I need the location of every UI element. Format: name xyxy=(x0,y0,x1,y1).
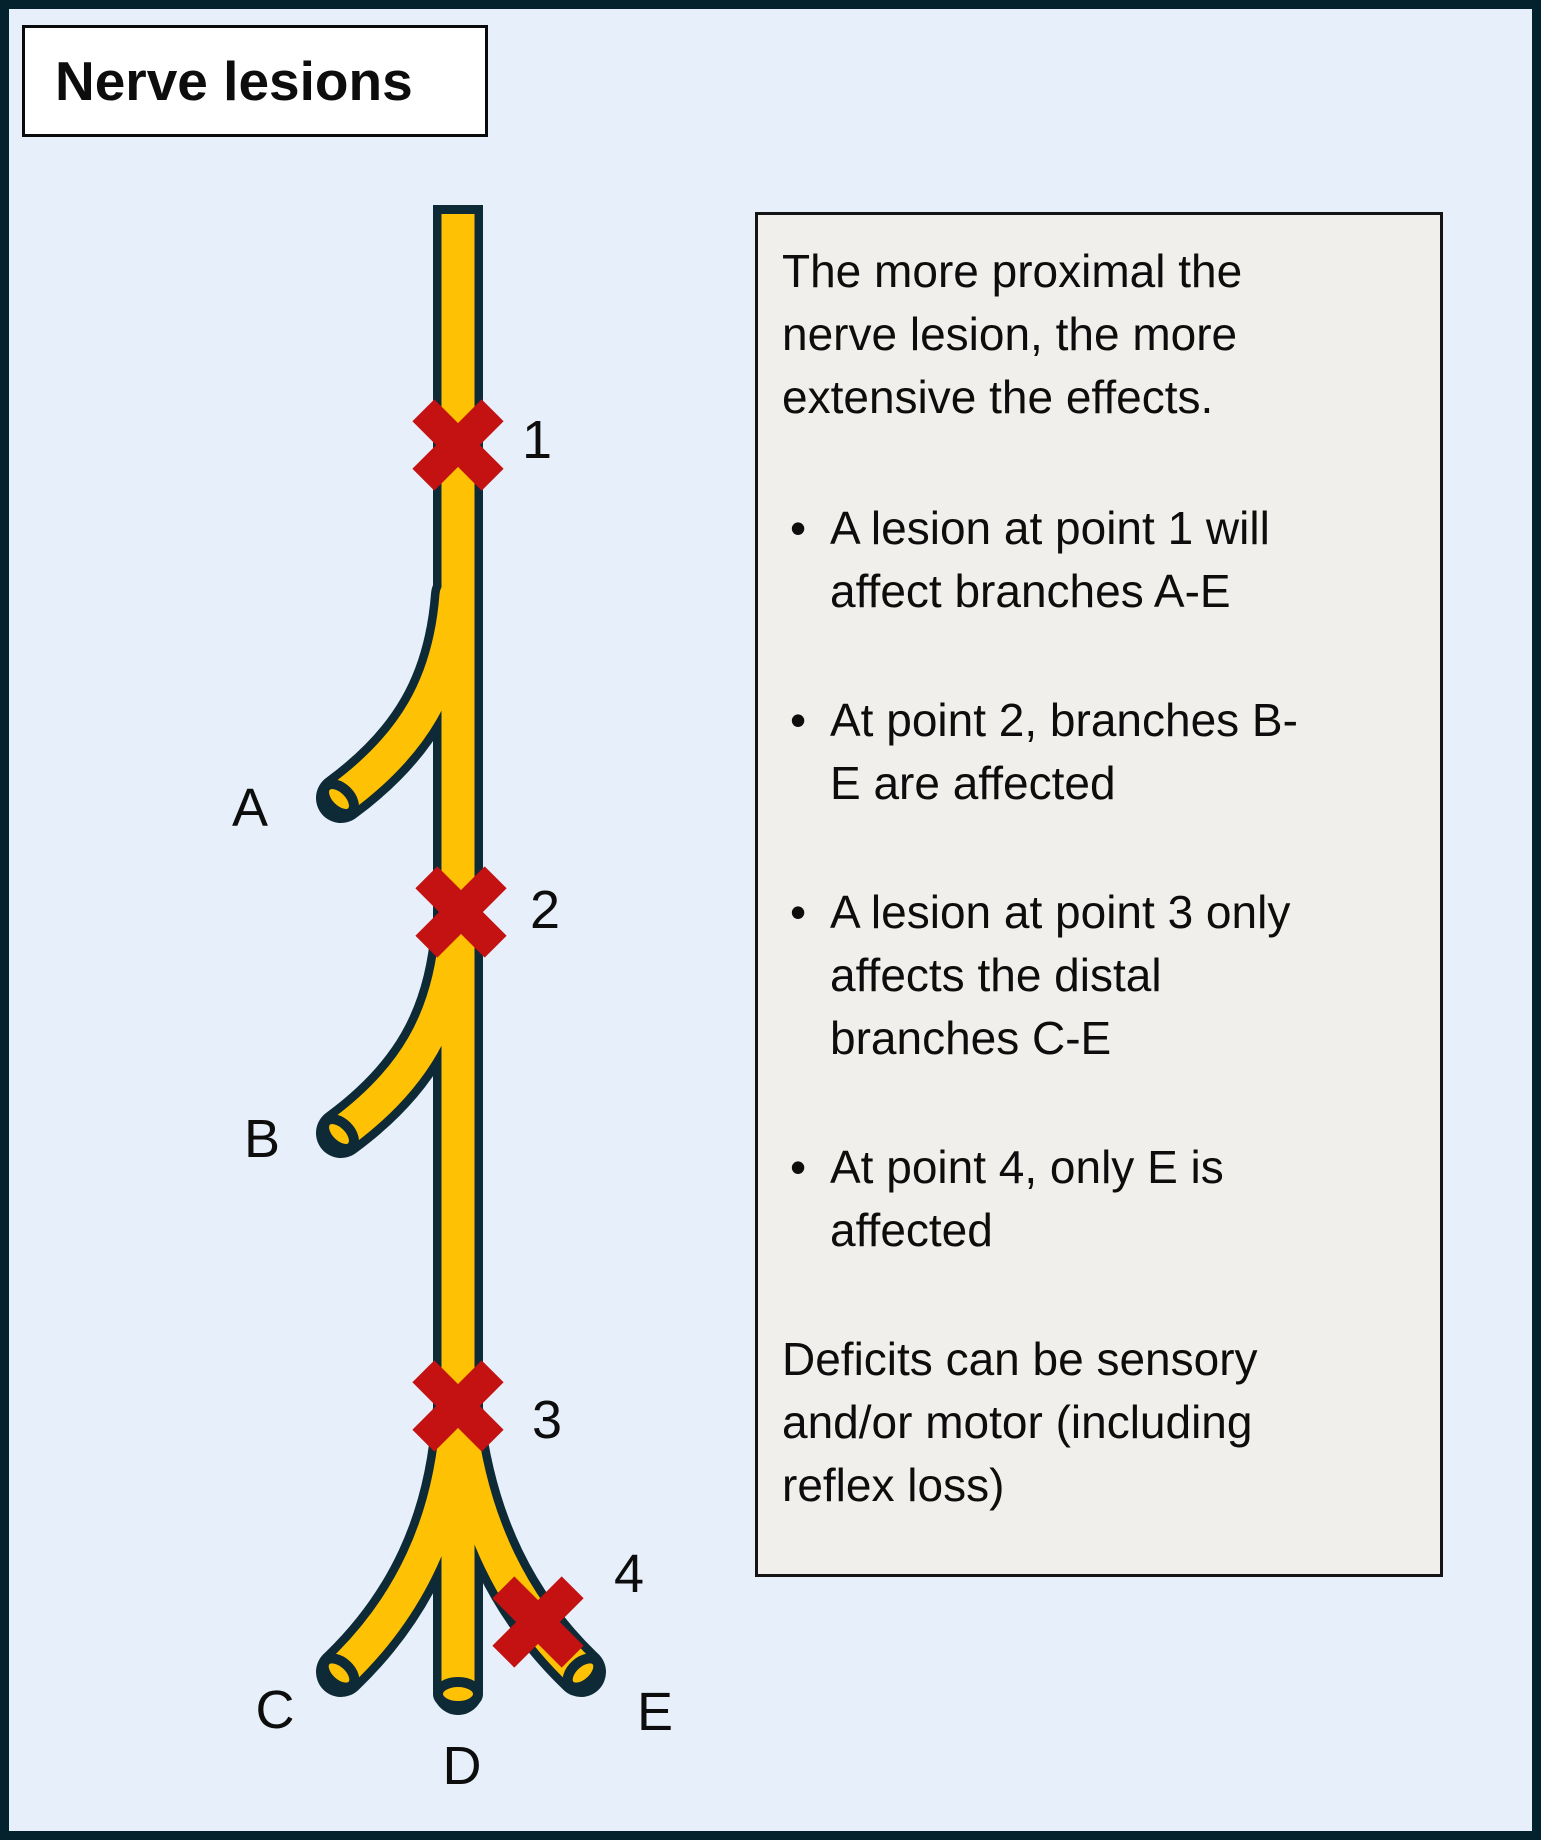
bullet-item-4: • At point 4, only E is affected xyxy=(782,1136,1416,1262)
bullet-item-1: • A lesion at point 1 will affect branch… xyxy=(782,497,1416,623)
bullet-item-3: • A lesion at point 3 only affects the d… xyxy=(782,881,1416,1070)
bullet-text-3: A lesion at point 3 only affects the dis… xyxy=(830,886,1291,1064)
title-box: Nerve lesions xyxy=(22,25,488,137)
bullet-text-1: A lesion at point 1 will affect branches… xyxy=(830,502,1270,617)
bullet-item-2: • At point 2, branches B- E are affected xyxy=(782,689,1416,815)
label-point-4: 4 xyxy=(614,1544,644,1604)
bullet-icon: • xyxy=(790,502,807,554)
label-point-1: 1 xyxy=(522,410,552,470)
label-branch-a: A xyxy=(232,778,268,838)
bullet-icon: • xyxy=(790,694,807,746)
label-branch-c: C xyxy=(256,1680,295,1740)
label-branch-d: D xyxy=(443,1736,482,1796)
info-intro-paragraph: The more proximal the nerve lesion, the … xyxy=(782,245,1243,423)
lesion-marker-3 xyxy=(412,1360,504,1452)
info-box: The more proximal the nerve lesion, the … xyxy=(755,212,1443,1577)
info-footer-paragraph: Deficits can be sensory and/or motor (in… xyxy=(782,1333,1258,1511)
label-branch-b: B xyxy=(244,1109,280,1169)
lesion-marker-2 xyxy=(415,866,507,958)
branch-b-tip xyxy=(319,1114,359,1154)
branch-a-tip xyxy=(319,779,359,819)
page-title: Nerve lesions xyxy=(55,50,413,112)
branch-e-tip xyxy=(562,1653,604,1693)
bullet-icon: • xyxy=(790,886,807,938)
bullet-icon: • xyxy=(790,1141,807,1193)
nerve-diagram: 1 2 3 4 A B C D E xyxy=(232,205,673,1796)
lesion-marker-1 xyxy=(412,399,504,491)
label-branch-e: E xyxy=(637,1682,673,1742)
lesion-marker-4 xyxy=(492,1576,584,1668)
branch-c-tip xyxy=(318,1653,360,1693)
label-point-2: 2 xyxy=(530,880,560,940)
bullet-text-4: At point 4, only E is affected xyxy=(830,1141,1224,1256)
bullet-text-2: At point 2, branches B- E are affected xyxy=(830,694,1298,809)
branch-d-tip xyxy=(433,1677,483,1711)
label-point-3: 3 xyxy=(532,1390,562,1450)
